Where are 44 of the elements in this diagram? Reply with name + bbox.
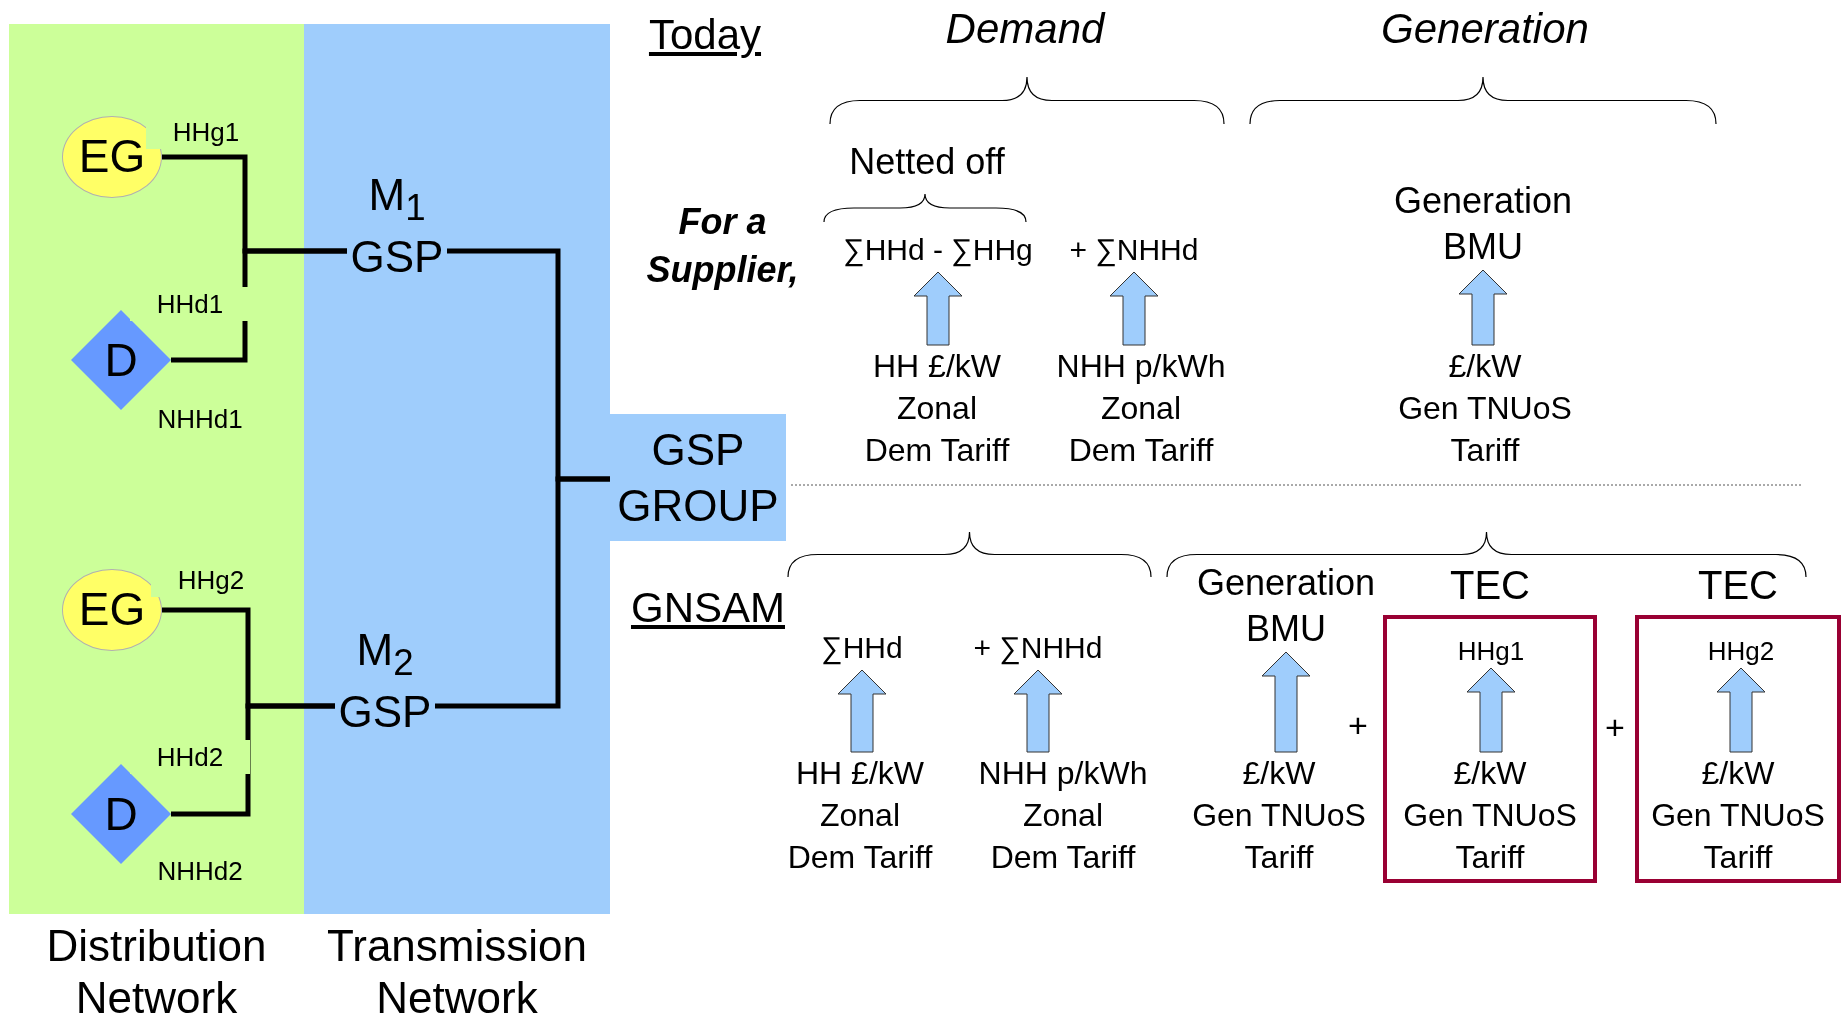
tariff-text: HH £/kW Zonal Dem Tariff — [842, 345, 1032, 471]
tariff-text: HH £/kW Zonal Dem Tariff — [765, 752, 955, 878]
formula-text: ∑HHd - ∑HHg — [822, 228, 1054, 272]
block-arrow — [1458, 269, 1508, 346]
section-heading: GNSAM — [630, 583, 786, 633]
box-heading: TEC — [1449, 561, 1531, 609]
edge-label: HHd2 — [130, 740, 250, 774]
section-heading: Today — [647, 10, 763, 60]
text-label: Netted off — [848, 140, 1006, 184]
band-heading: Transmission Network — [326, 920, 588, 1023]
block-arrow — [1466, 667, 1516, 753]
block-arrow — [1261, 651, 1311, 753]
text-label: Demand — [944, 4, 1107, 54]
connector-line — [171, 248, 347, 363]
text-label: Generation — [1380, 4, 1590, 54]
tariff-text: £/kW Gen TNUoS Tariff — [1387, 752, 1593, 878]
gsp-label: M$_{1}$ GSP — [347, 176, 447, 276]
unit-text: Generation BMU — [1176, 560, 1396, 652]
unit-text: HHg2 — [1696, 634, 1786, 668]
block-arrow — [913, 271, 963, 346]
text-label: + — [1347, 704, 1369, 746]
text-label: + — [1604, 706, 1626, 748]
gsp-group-box: GSP GROUP — [610, 414, 786, 541]
text-label: For a Supplier, — [645, 200, 800, 292]
tariff-text: £/kW Gen TNUoS Tariff — [1637, 752, 1839, 878]
block-arrow — [1013, 669, 1063, 753]
edge-label: HHd1 — [130, 287, 250, 321]
gsp-label: M$_{2}$ GSP — [335, 631, 435, 731]
tariff-text: £/kW Gen TNUoS Tariff — [1385, 345, 1585, 471]
connector-line — [171, 703, 335, 817]
block-arrow — [1716, 667, 1766, 753]
block-arrow — [837, 669, 887, 753]
formula-text: + ∑NHHd — [1054, 228, 1214, 272]
band-heading: Distribution Network — [45, 920, 268, 1023]
formula-text: ∑HHd — [802, 626, 922, 670]
formula-text: + ∑NHHd — [958, 626, 1118, 670]
unit-text: Generation BMU — [1383, 178, 1583, 270]
tariff-text: £/kW Gen TNUoS Tariff — [1180, 752, 1378, 878]
block-arrow — [1109, 271, 1159, 346]
connector-line — [435, 476, 610, 709]
box-heading: TEC — [1697, 561, 1779, 609]
tariff-text: NHH p/kWh Zonal Dem Tariff — [953, 752, 1173, 878]
tariff-text: NHH p/kWh Zonal Dem Tariff — [1031, 345, 1251, 471]
unit-text: HHg1 — [1446, 634, 1536, 668]
